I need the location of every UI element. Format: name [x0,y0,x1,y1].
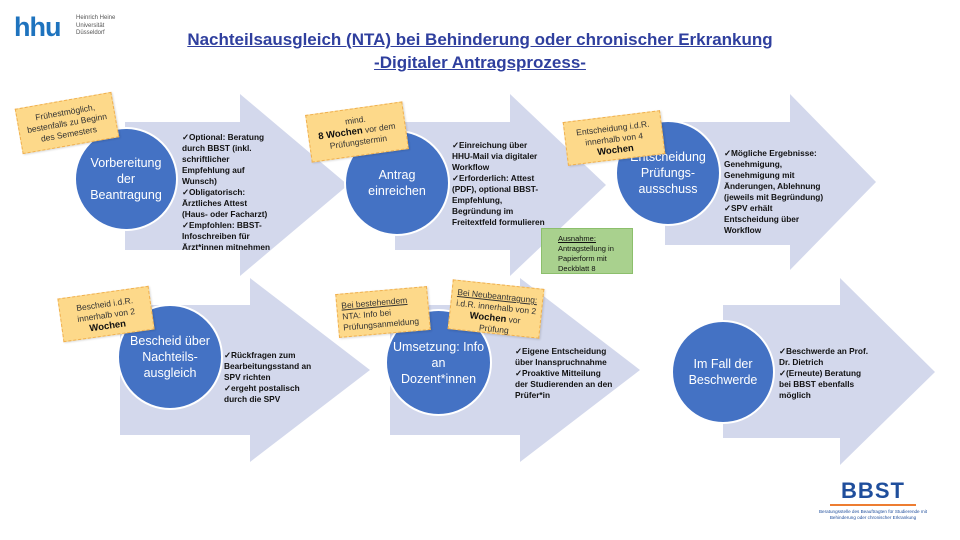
page-title: Nachteilsausgleich (NTA) bei Behinderung… [187,30,773,49]
step-bullets-vorbereitung: ✓Optional: Beratung durch BBST (inkl. sc… [182,132,271,252]
step-bullets-umsetzung: ✓Eigene Entscheidung über Inanspruchnahm… [515,346,613,400]
step-bullets-beschwerde: ✓Beschwerde an Prof. Dr. Dietrich ✓(Erne… [779,346,869,400]
bbst-logo: BBST Beratungsstelle des Beauftragten fü… [818,478,928,520]
step-circle-umsetzung: Umsetzung: Info an Dozent*innen [385,309,492,416]
sticky-note-existing-nta: Bei bestehendem NTA: Info bei Prüfungsan… [335,286,431,338]
step-circle-beschwerde: Im Fall der Beschwerde [671,320,775,424]
exception-note: Ausnahme: Antragstellung in Papierform m… [541,228,633,274]
hhu-logo: hhu Heinrich Heine Universität Düsseldor… [14,12,116,42]
step-bullets-antrag: ✓Einreichung über HHU-Mail via digitaler… [452,140,545,227]
arrow-3 [665,94,876,270]
step-bullets-entscheidung: ✓Mögliche Ergebnisse: Genehmigung, Geneh… [724,148,824,235]
page-subtitle: -Digitaler Antragsprozess- [374,53,586,72]
sticky-note-new-application: Bei Neubeantragung: i.d.R. innerhalb von… [447,279,545,339]
step-circle-vorbereitung: Vorbereitung der Beantragung [74,127,178,231]
step-bullets-bescheid: ✓Rückfragen zum Bearbeitungsstand an SPV… [224,350,312,404]
arrow-6 [723,278,935,465]
arrow-1 [125,94,348,276]
step-circle-antrag: Antrag einreichen [344,130,450,236]
